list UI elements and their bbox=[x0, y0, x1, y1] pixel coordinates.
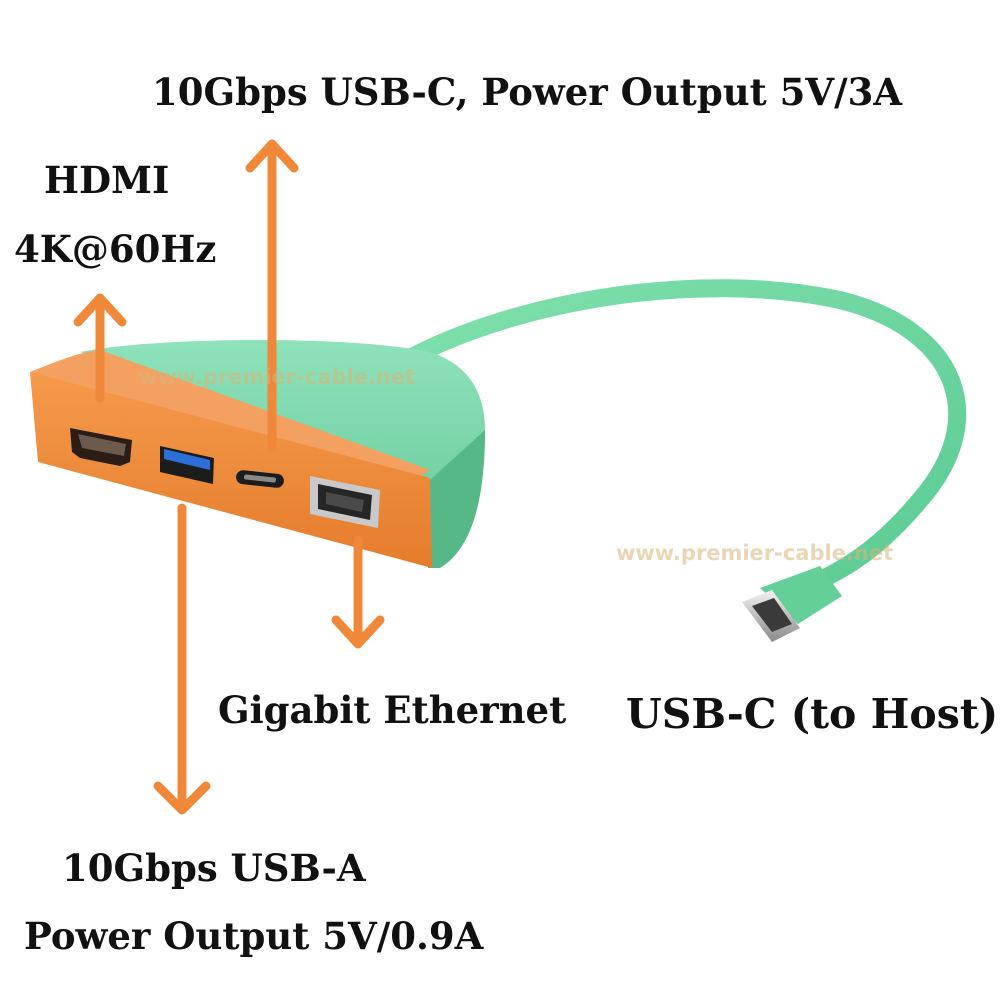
hdmi-port-icon bbox=[70, 428, 132, 466]
usb-c-port-icon bbox=[236, 470, 284, 488]
label-hdmi: HDMI bbox=[44, 158, 170, 202]
hub-green-side bbox=[428, 430, 485, 568]
label-usb-c-port: 10Gbps USB-C, Power Output 5V/3A bbox=[152, 70, 903, 114]
hub-top-shell bbox=[80, 340, 485, 565]
watermark-upper: www.premier-cable.net bbox=[138, 365, 415, 389]
label-usb-a: 10Gbps USB-A bbox=[62, 846, 366, 890]
usb-a-port-icon bbox=[160, 446, 214, 484]
arrow-usb-c bbox=[245, 139, 299, 453]
watermark-lower: www.premier-cable.net bbox=[616, 541, 893, 565]
label-ethernet: Gigabit Ethernet bbox=[218, 688, 567, 732]
usb-c-host-connector bbox=[742, 566, 842, 642]
arrow-ethernet bbox=[331, 535, 385, 649]
arrow-usb-a bbox=[153, 503, 211, 815]
label-usb-a-spec: Power Output 5V/0.9A bbox=[24, 914, 484, 958]
label-usb-c-host: USB-C (to Host) bbox=[626, 690, 999, 738]
ethernet-port-icon bbox=[310, 476, 380, 528]
host-cable bbox=[401, 279, 967, 594]
label-hdmi-spec: 4K@60Hz bbox=[14, 227, 217, 271]
hub-front-face bbox=[30, 372, 432, 568]
arrow-hdmi bbox=[73, 293, 127, 403]
